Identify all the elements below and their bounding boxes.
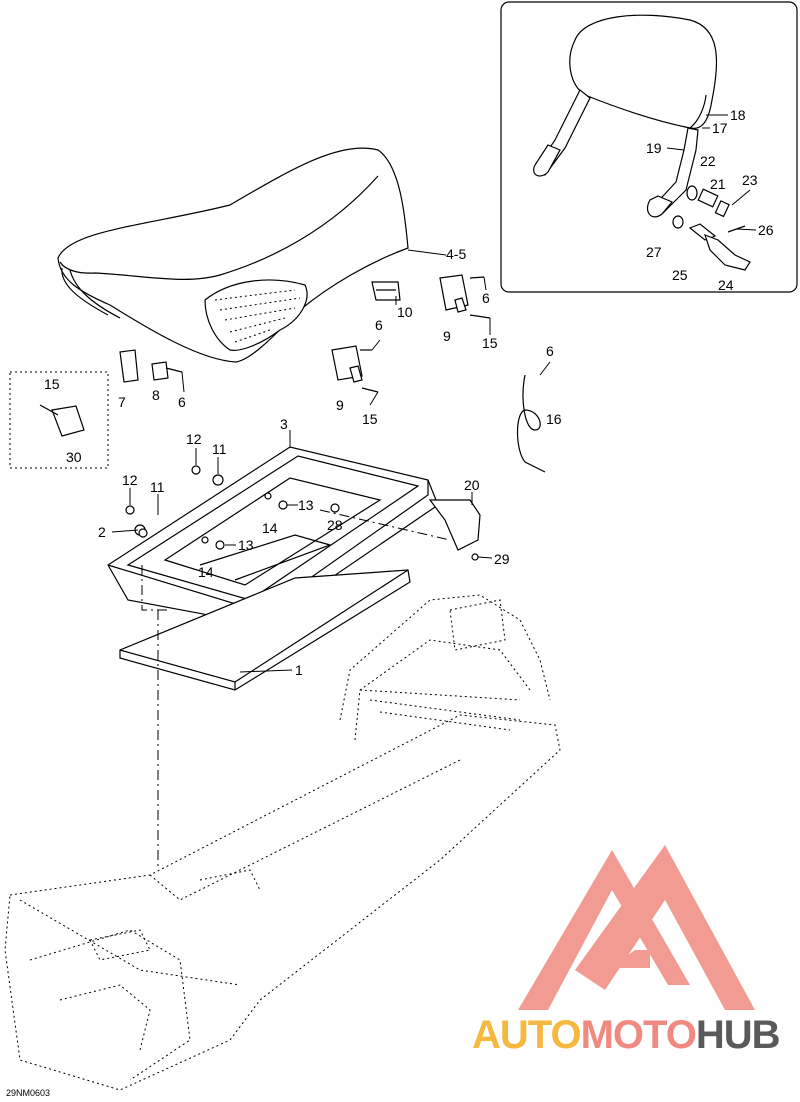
callout-label: 6: [375, 317, 383, 333]
backrest-stalk: [533, 89, 699, 218]
leader-lines: [111, 114, 757, 673]
watermark-logo-icon: [518, 845, 755, 1010]
small-hardware: [39, 274, 546, 473]
callout-label: 14: [262, 520, 278, 536]
callout-labels: 4-5 10 6 9 15 6 9 15 7 8 6 15 30 6 16 3 …: [44, 107, 774, 678]
callout-label: 13: [298, 497, 314, 513]
callout-label: 1: [295, 662, 303, 678]
callout-label: 6: [178, 394, 186, 410]
callout-label: 7: [118, 394, 126, 410]
alignment-centerline: [141, 565, 170, 870]
backrest-pad: [569, 14, 718, 129]
watermark-part1: AUTO: [472, 1013, 582, 1057]
alignment-line-right: [319, 509, 451, 541]
watermark-wordmark: AUTOMOTOHUB: [472, 1013, 781, 1057]
backrest-inset-frame: [500, 1, 798, 293]
callout-label: 24: [718, 277, 734, 293]
callout-label: 4-5: [446, 246, 466, 262]
callout-label: 26: [758, 222, 774, 238]
bracket-inset-frame: [9, 371, 109, 469]
callout-label: 10: [397, 304, 413, 320]
callout-label: 11: [212, 441, 227, 457]
callout-label: 8: [152, 387, 160, 403]
callout-label: 21: [710, 176, 726, 192]
callout-label: 25: [672, 267, 688, 283]
backrest-hardware: [672, 185, 751, 271]
seat-base-frame: [107, 446, 481, 626]
callout-label: 20: [464, 477, 480, 493]
callout-label: 17: [712, 120, 728, 136]
callout-label: 12: [122, 472, 138, 488]
base-fasteners: [125, 465, 479, 561]
callout-label: 6: [546, 343, 554, 359]
callout-label: 12: [186, 431, 202, 447]
callout-label: 9: [443, 328, 451, 344]
watermark-part3: HUB: [695, 1013, 781, 1057]
callout-label: 3: [280, 416, 288, 432]
callout-label: 19: [646, 140, 662, 156]
callout-label: 2: [98, 524, 106, 540]
seat-assembly: [57, 147, 409, 363]
callout-label: 29: [494, 551, 510, 567]
callout-label: 14: [198, 564, 214, 580]
callout-label: 11: [150, 479, 165, 495]
callout-label: 9: [336, 397, 344, 413]
drawing-id: 29NM0603: [6, 1088, 51, 1098]
callout-label: 22: [700, 153, 716, 169]
callout-label: 16: [546, 411, 562, 427]
chassis-frame: [4, 594, 561, 1091]
callout-label: 13: [238, 537, 254, 553]
callout-label: 15: [482, 335, 498, 351]
callout-label: 6: [482, 290, 490, 306]
callout-label: 15: [362, 411, 378, 427]
callout-label: 18: [730, 107, 746, 123]
callout-label: 15: [44, 376, 60, 392]
callout-label: 30: [66, 449, 82, 465]
callout-label: 23: [742, 172, 758, 188]
base-plate: [119, 569, 411, 691]
callout-label: 28: [327, 517, 343, 533]
callout-label: 27: [646, 244, 662, 260]
watermark-part2: MOTO: [580, 1013, 697, 1057]
